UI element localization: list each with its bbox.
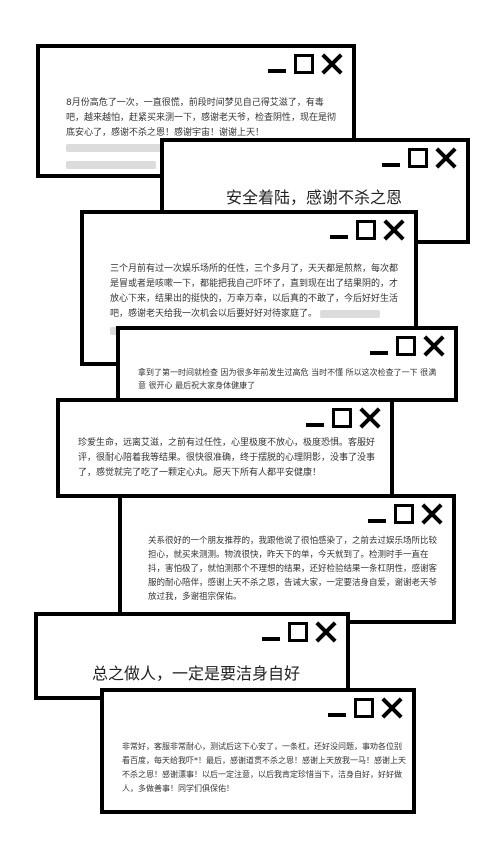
minimize-icon[interactable]	[262, 637, 280, 641]
review-text-4: 拿到了第一时间就检查 因为很多年前发生过高危 当时不懂 所以这次检查了一下 很满…	[138, 368, 437, 390]
close-icon[interactable]	[384, 220, 404, 240]
minimize-icon[interactable]	[370, 351, 388, 355]
review-window-8: 非常好，客服非常耐心，测试后这下心安了，一条杠，还好没问题，事劝各位别看百度，每…	[100, 688, 416, 814]
maximize-icon[interactable]	[354, 698, 374, 718]
close-icon[interactable]	[322, 54, 342, 74]
close-icon[interactable]	[422, 504, 442, 524]
minimize-icon[interactable]	[330, 235, 348, 239]
close-icon[interactable]	[424, 336, 444, 356]
minimize-icon[interactable]	[306, 423, 324, 427]
review-window-6: 关系很好的一个朋友推荐的，我跟他说了很怕感染了，之前去过娱乐场所比较担心，就买来…	[118, 494, 456, 624]
window-controls	[368, 504, 442, 524]
close-icon[interactable]	[360, 408, 380, 428]
close-icon[interactable]	[316, 622, 336, 642]
maximize-icon[interactable]	[356, 220, 376, 240]
maximize-icon[interactable]	[332, 408, 352, 428]
maximize-icon[interactable]	[394, 504, 414, 524]
minimize-icon[interactable]	[382, 163, 400, 167]
maximize-icon[interactable]	[408, 148, 428, 168]
maximize-icon[interactable]	[288, 622, 308, 642]
review-text-1: 8月份高危了一次，一直很慌，前段时间梦见自己得艾滋了，有毒吧，越来越怕，赶紧买来…	[66, 96, 336, 171]
review-text-8: 非常好，客服非常耐心，测试后这下心安了，一条杠，还好没问题，事劝各位别看百度，每…	[122, 742, 406, 793]
review-text-5: 珍爱生命，远离艾滋，之前有过任性，心里极度不放心，极度恐惧。客服好评，很耐心陪着…	[78, 438, 376, 478]
window-controls	[370, 336, 444, 356]
maximize-icon[interactable]	[396, 336, 416, 356]
review-window-4: 拿到了第一时间就检查 因为很多年前发生过高危 当时不懂 所以这次检查了一下 很满…	[116, 326, 458, 402]
window-controls	[330, 220, 404, 240]
minimize-icon[interactable]	[368, 519, 386, 523]
blurred-text	[319, 309, 380, 318]
window-controls	[382, 148, 456, 168]
window-controls	[268, 54, 342, 74]
review-text-6: 关系很好的一个朋友推荐的，我跟他说了很怕感染了，之前去过娱乐场所比较担心，就买来…	[148, 536, 438, 602]
close-icon[interactable]	[436, 148, 456, 168]
review-window-7: 总之做人，一定是要洁身自好	[34, 612, 350, 700]
minimize-icon[interactable]	[328, 713, 346, 717]
window-controls	[306, 408, 380, 428]
minimize-icon[interactable]	[268, 69, 286, 73]
window-controls	[262, 622, 336, 642]
window-controls	[328, 698, 402, 718]
review-window-5: 珍爱生命，远离艾滋，之前有过任性，心里极度不放心，极度恐惧。客服好评，很耐心陪着…	[56, 398, 394, 498]
maximize-icon[interactable]	[294, 54, 314, 74]
review-title-7: 总之做人，一定是要洁身自好	[92, 664, 301, 683]
close-icon[interactable]	[382, 698, 402, 718]
review-title-2: 安全着陆，感谢不杀之恩	[226, 188, 403, 207]
blurred-text	[66, 143, 176, 152]
blurred-text	[66, 160, 156, 169]
